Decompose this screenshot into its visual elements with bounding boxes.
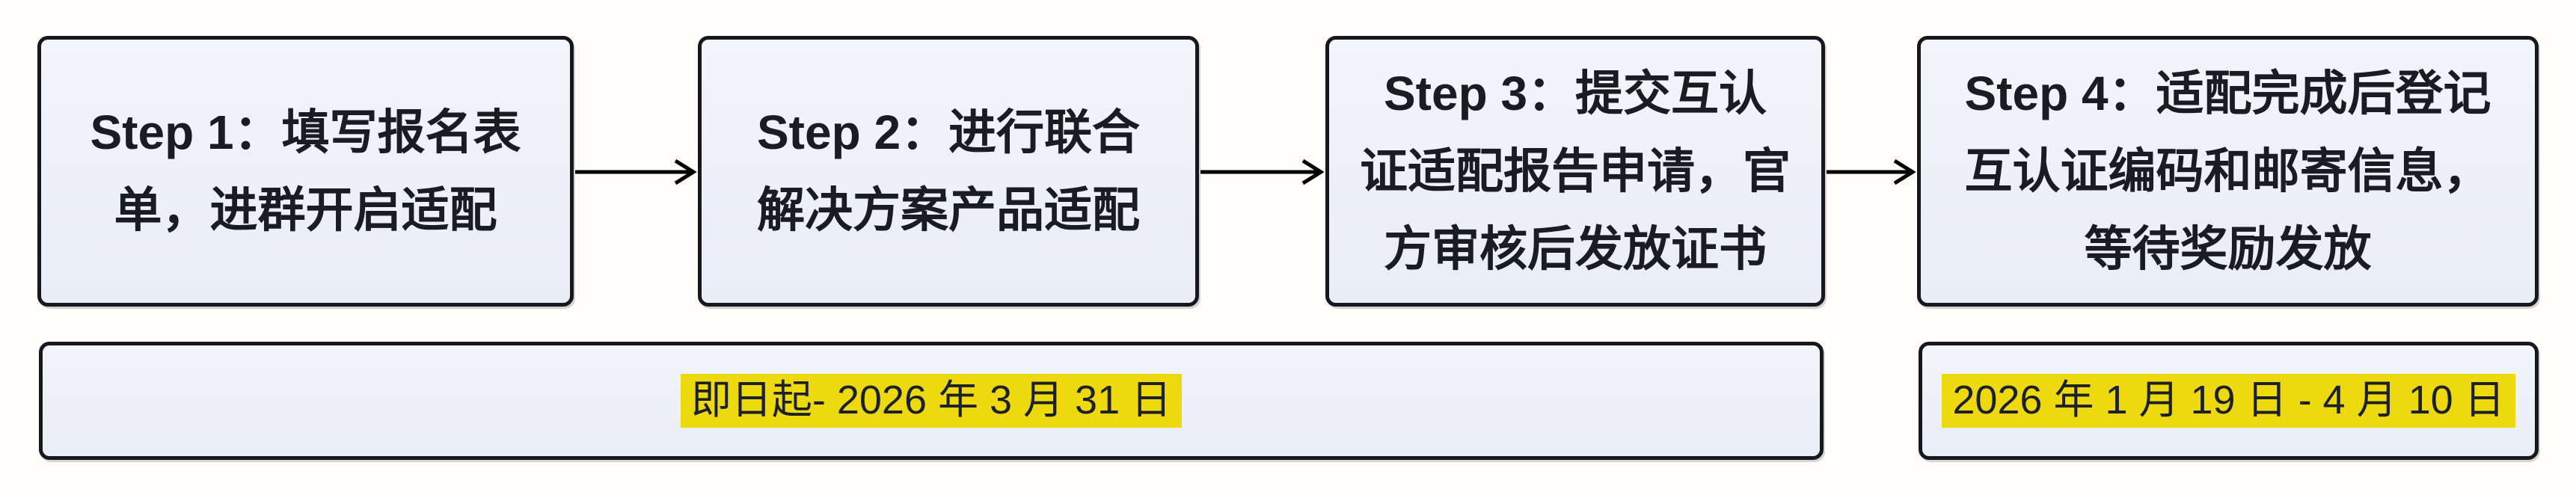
timeline-box-steps-1-3: 即日起- 2026 年 3 月 31 日 [39, 342, 1824, 460]
step-3-line-1: Step 3：提交互认 [1383, 67, 1767, 120]
timeline-box-step-4: 2026 年 1 月 19 日 - 4 月 10 日 [1919, 342, 2539, 460]
step-4-box: Step 4：适配完成后登记 互认证编码和邮寄信息， 等待奖励发放 [1917, 36, 2539, 307]
timeline-date-highlight: 2026 年 1 月 19 日 - 4 月 10 日 [1942, 374, 2515, 428]
step-2-line-2: 解决方案产品适配 [757, 183, 1140, 237]
timeline-date-highlight: 即日起- 2026 年 3 月 31 日 [680, 374, 1183, 428]
step-1-box: Step 1：填写报名表 单，进群开启适配 [37, 36, 574, 307]
step-2-box: Step 2：进行联合 解决方案产品适配 [698, 36, 1199, 307]
step-4-line-3: 等待奖励发放 [2084, 222, 2372, 276]
step-3-line-2: 证适配报告申请，官 [1360, 144, 1791, 198]
step-4-line-2: 互认证编码和邮寄信息， [1964, 144, 2491, 198]
arrow-right-icon [1200, 156, 1324, 188]
arrow-right-icon [575, 156, 696, 188]
arrow-right-icon [1827, 156, 1916, 188]
step-3-line-3: 方审核后发放证书 [1384, 222, 1767, 276]
step-1-line-1: Step 1：填写报名表 [90, 105, 521, 159]
step-3-box: Step 3：提交互认 证适配报告申请，官 方审核后发放证书 [1325, 36, 1825, 307]
step-2-line-1: Step 2：进行联合 [756, 105, 1141, 159]
step-4-line-1: Step 4：适配完成后登记 [1964, 67, 2491, 120]
step-1-line-2: 单，进群开启适配 [114, 183, 497, 237]
